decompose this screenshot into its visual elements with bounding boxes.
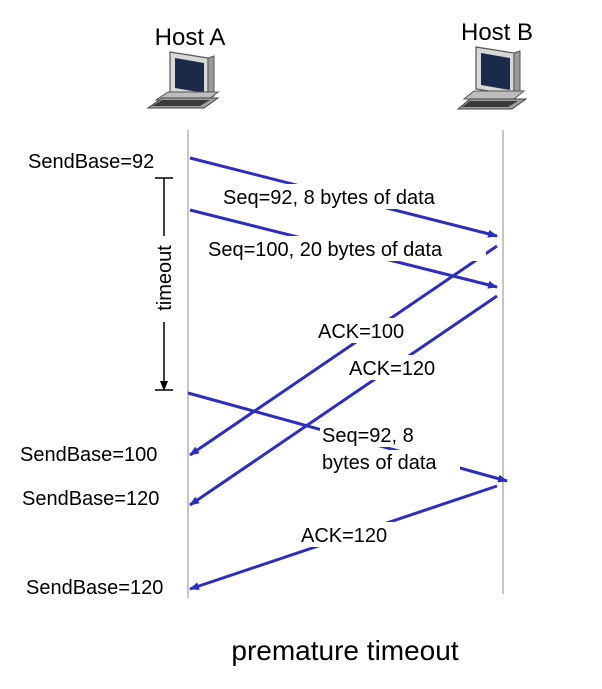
ack2-label: ACK=120	[349, 358, 435, 380]
ack1-label: ACK=100	[318, 321, 404, 343]
label-backing	[316, 318, 422, 343]
host-b-label: Host B	[461, 19, 533, 46]
ack1-arrow	[189, 244, 498, 457]
ack3-label: ACK=120	[301, 525, 387, 547]
sendbase-label: SendBase=100	[20, 444, 157, 466]
label-backing	[320, 422, 428, 447]
ack2-arrow	[189, 294, 498, 507]
label-backing	[299, 522, 405, 547]
label-backing	[221, 184, 473, 209]
label-backing	[206, 236, 486, 261]
label-backing	[320, 450, 460, 473]
label-backing	[347, 355, 453, 380]
seg2-label: Seq=100, 20 bytes of data	[208, 239, 443, 261]
retransmit-label-line2: bytes of data	[322, 452, 437, 474]
sendbase-label: SendBase=120	[26, 577, 163, 599]
sendbase-label: SendBase=120	[22, 488, 159, 510]
retransmit-label-line1: Seq=92, 8	[322, 425, 414, 447]
seg1-label: Seq=92, 8 bytes of data	[223, 187, 436, 209]
diagram-caption: premature timeout	[231, 635, 458, 666]
timeout-label: timeout	[154, 245, 176, 311]
computer-icon	[146, 51, 220, 109]
host-a-label: Host A	[155, 24, 226, 51]
computer-icon	[456, 46, 528, 110]
sendbase-label: SendBase=92	[28, 151, 154, 173]
